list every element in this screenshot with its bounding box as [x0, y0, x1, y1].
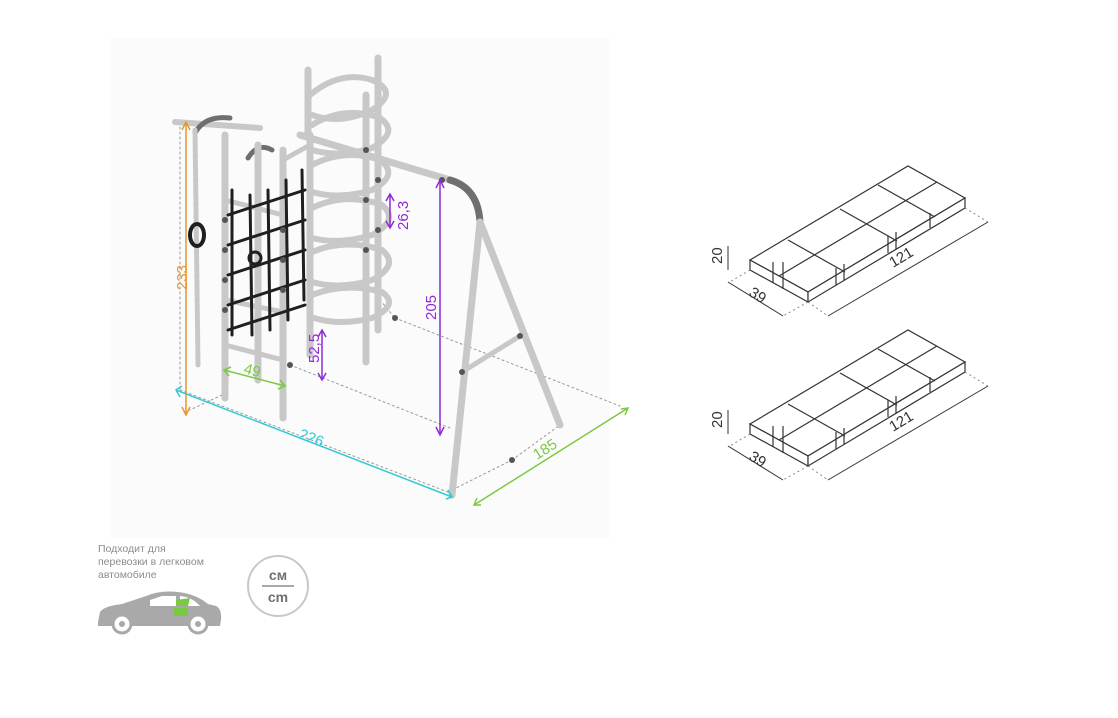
dimension-width-ladder: 49 [222, 360, 287, 390]
spiral-climber [307, 74, 393, 325]
climbing-net [226, 168, 307, 337]
dimension-step-spacing: 26,3 [385, 192, 412, 230]
rope-ring [188, 127, 206, 368]
transport-note-line-3: автомобиле [98, 569, 157, 581]
units-badge-icon: см cm [247, 555, 309, 617]
package-box-1: 20 39 121 [709, 165, 989, 317]
transport-note-line-2: перевозки в легковом [98, 556, 204, 568]
transport-note: Подходит для перевозки в легковом автомо… [98, 543, 258, 582]
package-1-width: 39 [746, 284, 769, 307]
dimension-height-total: 233 [174, 120, 191, 417]
dimension-height-bar: 205 [423, 178, 445, 437]
package-2-height: 20 [709, 411, 726, 428]
frame-joints [222, 147, 523, 463]
units-top: см [269, 567, 287, 583]
label-height-bar: 205 [423, 295, 440, 320]
label-height-total: 233 [174, 265, 191, 290]
package-box-2: 20 39 121 [709, 329, 989, 481]
package-1-height: 20 [709, 247, 726, 264]
label-ladder-height: 52,5 [306, 334, 323, 363]
transport-note-line-1: Подходит для [98, 543, 166, 555]
package-box-icon [748, 165, 967, 304]
car-icon [98, 591, 222, 635]
ground-guides [179, 121, 621, 493]
package-2-width: 39 [746, 448, 769, 471]
dimension-ladder-height: 52,5 [306, 328, 327, 382]
playground-frame [172, 54, 621, 499]
label-step-spacing: 26,3 [395, 201, 412, 230]
units-bottom: cm [268, 589, 288, 605]
label-width-ladder: 49 [242, 360, 263, 381]
package-box-icon [748, 329, 967, 468]
